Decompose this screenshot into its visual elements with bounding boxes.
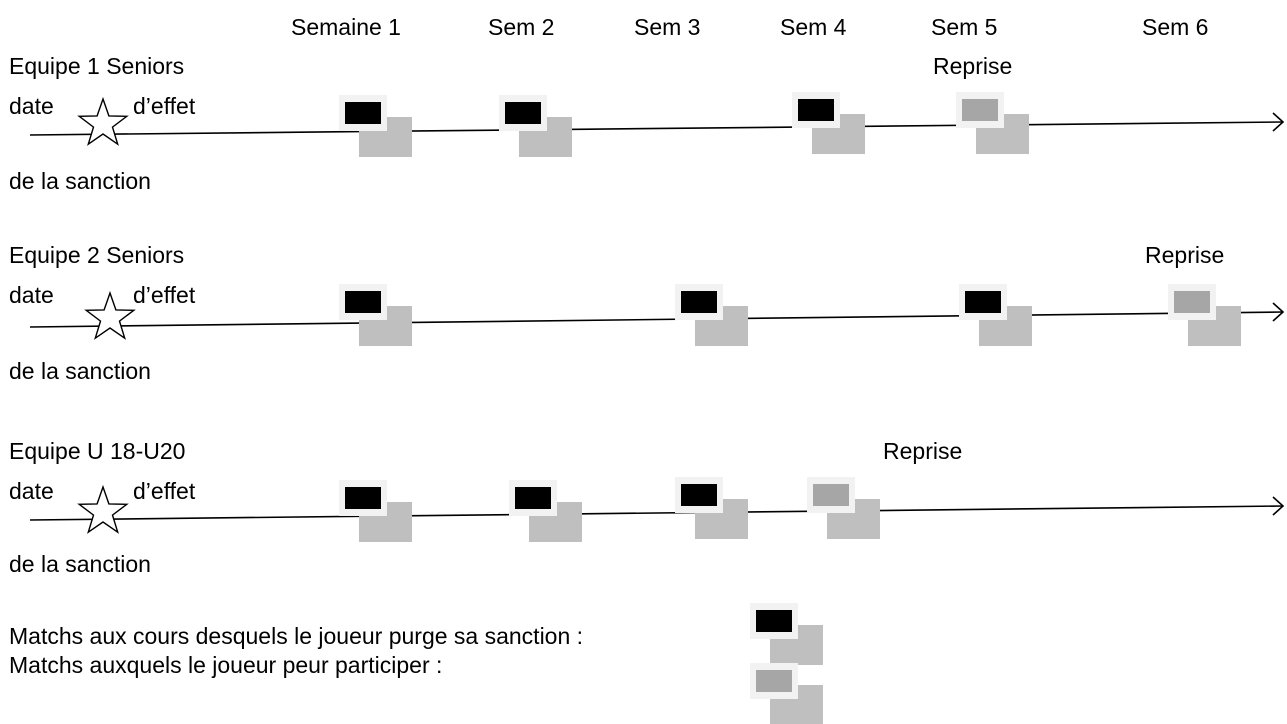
suspended-match-icon — [339, 95, 412, 157]
sanction-label: de la sanction — [9, 551, 151, 577]
arrow-head-icon — [1272, 112, 1285, 132]
legend-suspended-icon — [750, 603, 823, 665]
eligible-match-marker — [756, 670, 792, 692]
suspended-match-marker — [345, 291, 381, 313]
sanction-label: de la sanction — [9, 168, 151, 194]
legend-eligible-label: Matchs auxquels le joueur peur participe… — [9, 652, 443, 678]
effet-word: d’effet — [133, 478, 196, 504]
star-icon — [84, 290, 136, 340]
week-header-6: Sem 6 — [1142, 14, 1209, 40]
date-word: date — [9, 282, 54, 308]
team-label: Equipe 2 Seniors — [9, 242, 185, 268]
eligible-match-marker — [813, 484, 849, 506]
effet-word: d’effet — [133, 282, 196, 308]
suspended-match-marker — [515, 487, 551, 509]
week-header-2: Sem 2 — [488, 14, 555, 40]
legend-eligible-icon — [750, 663, 823, 724]
eligible-match-marker — [962, 99, 998, 121]
suspended-match-icon — [339, 284, 412, 346]
suspended-match-icon — [959, 284, 1032, 346]
suspended-match-icon — [792, 92, 865, 154]
suspended-match-marker — [681, 291, 717, 313]
effet-word: d’effet — [133, 93, 196, 119]
star-icon — [77, 96, 129, 146]
reprise-label: Reprise — [883, 438, 963, 464]
suspended-match-icon — [675, 477, 748, 539]
eligible-match-icon — [956, 92, 1029, 154]
suspended-match-marker — [681, 484, 717, 506]
star-icon — [77, 484, 129, 534]
arrow-head-icon — [1272, 302, 1285, 322]
suspended-match-marker — [345, 487, 381, 509]
suspended-match-icon — [339, 480, 412, 542]
timeline-line — [29, 311, 1284, 328]
reprise-label: Reprise — [1145, 242, 1225, 268]
sanction-label: de la sanction — [9, 358, 151, 384]
suspended-match-marker — [756, 610, 792, 632]
suspended-match-icon — [675, 284, 748, 346]
week-header-4: Sem 4 — [780, 14, 847, 40]
date-word: date — [9, 478, 54, 504]
week-header-1: Semaine 1 — [291, 14, 401, 40]
timeline-line — [29, 505, 1284, 521]
team-label: Equipe 1 Seniors — [9, 53, 185, 79]
legend-icons — [750, 603, 823, 724]
suspended-match-marker — [345, 102, 381, 124]
team-label: Equipe U 18-U20 — [9, 438, 186, 464]
suspended-match-icon — [499, 95, 572, 157]
timeline-line — [29, 121, 1284, 136]
suspended-match-icon — [509, 480, 582, 542]
eligible-match-marker — [1174, 291, 1210, 313]
match-icons — [339, 92, 1241, 542]
eligible-match-icon — [807, 477, 880, 539]
stars — [77, 96, 136, 534]
week-header-5: Sem 5 — [931, 14, 998, 40]
timelines — [29, 112, 1285, 521]
reprise-label: Reprise — [933, 53, 1013, 79]
date-word: date — [9, 93, 54, 119]
week-header-3: Sem 3 — [634, 14, 701, 40]
suspended-match-marker — [505, 102, 541, 124]
suspended-match-marker — [798, 99, 834, 121]
eligible-match-icon — [1168, 284, 1241, 346]
suspended-match-marker — [965, 291, 1001, 313]
legend-suspended-label: Matchs aux cours desquels le joueur purg… — [9, 623, 584, 649]
arrow-head-icon — [1272, 496, 1285, 516]
